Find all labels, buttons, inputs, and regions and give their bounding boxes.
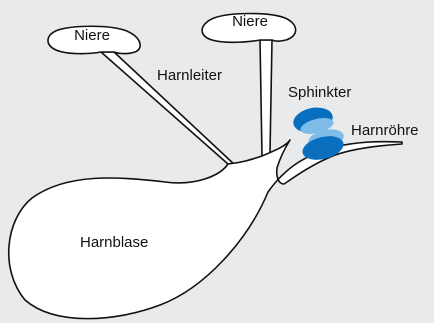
left-kidney-label: Niere bbox=[74, 27, 110, 44]
right-ureter bbox=[259, 39, 273, 157]
ureter-label: Harnleiter bbox=[157, 67, 222, 84]
sphincter bbox=[293, 107, 344, 160]
bladder-label: Harnblase bbox=[80, 234, 148, 251]
bladder-shape bbox=[7, 139, 403, 320]
urethra-label: Harnröhre bbox=[351, 122, 419, 139]
right-kidney-label: Niere bbox=[232, 13, 268, 30]
right-kidney bbox=[201, 12, 297, 44]
sphincter-dark-lower bbox=[302, 136, 344, 160]
sphincter-label: Sphinkter bbox=[288, 84, 351, 101]
left-kidney bbox=[47, 25, 141, 55]
